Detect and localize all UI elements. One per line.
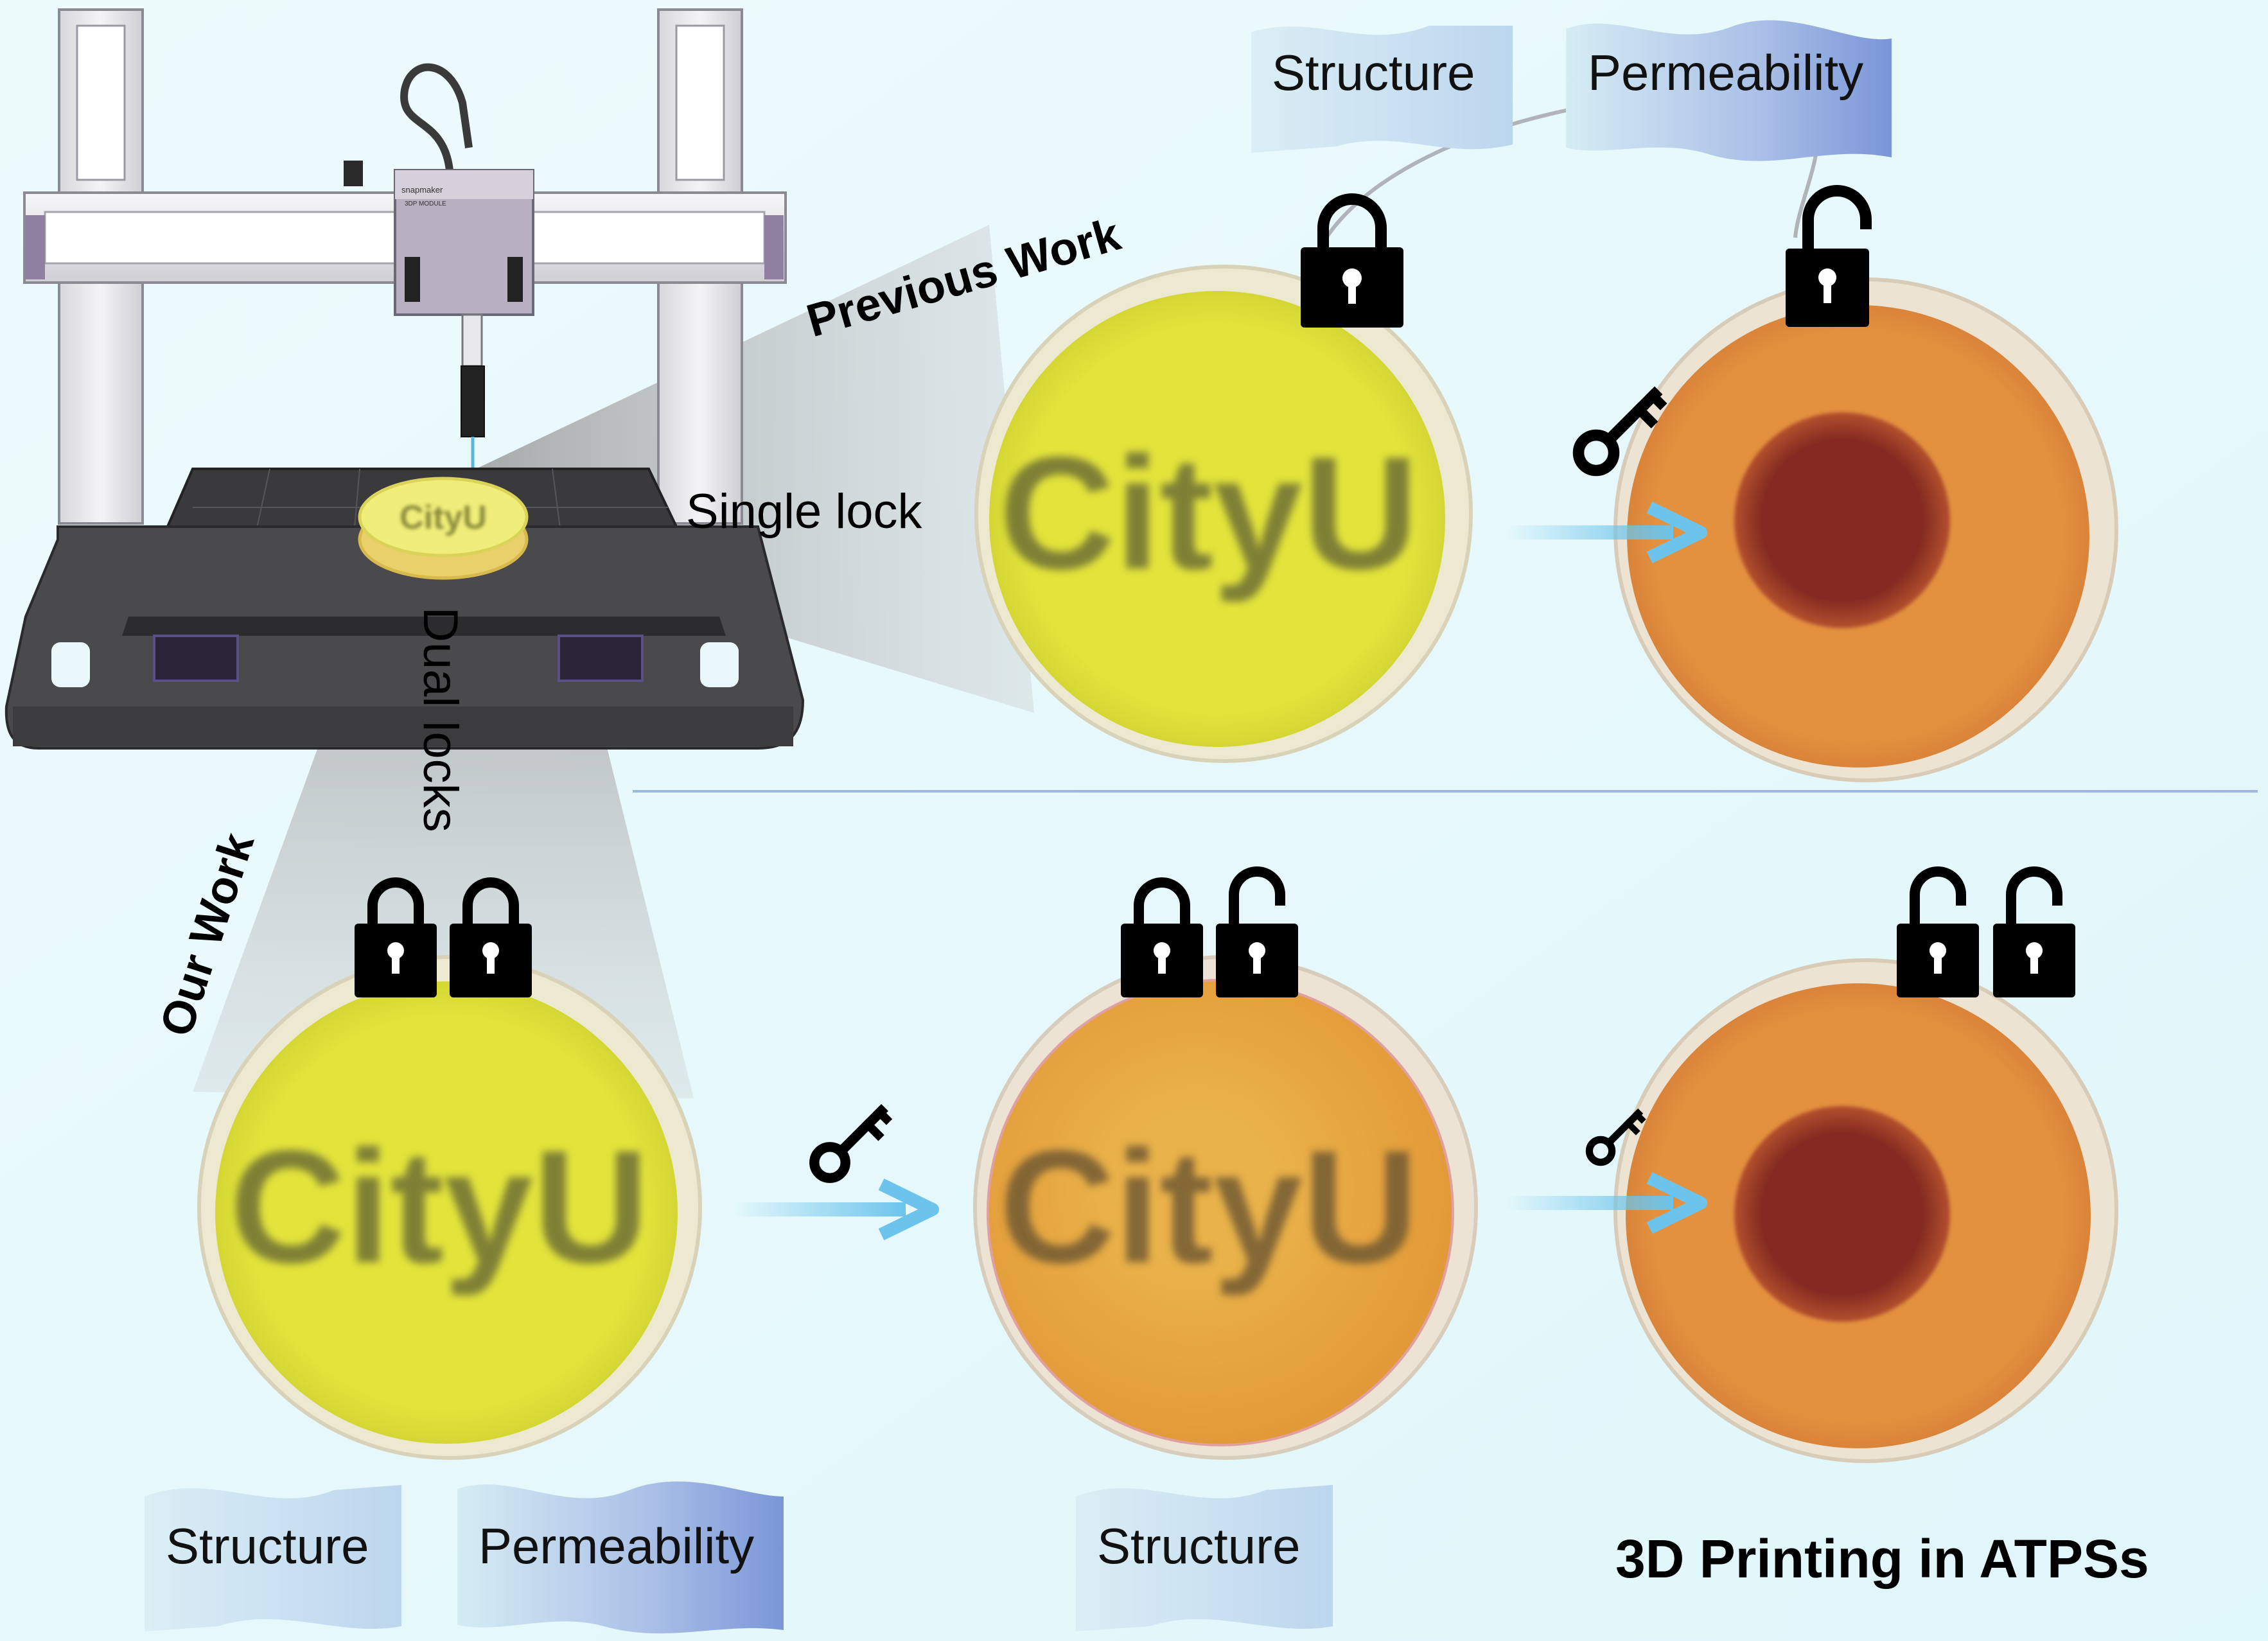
red-dot-bottom [1734, 1106, 1950, 1322]
3d-printer-icon: snapmaker 3DP MODULE CityU [4, 8, 805, 750]
red-dot-top [1734, 412, 1950, 628]
key-icon [1572, 386, 1667, 477]
banner-top-structure: Structure [1251, 26, 1513, 153]
gel-sample-text-mid: CityU [999, 1117, 1419, 1296]
key-icon [809, 1103, 893, 1183]
arrow-right-icon [1506, 1172, 1707, 1234]
closed-lock-icon [355, 877, 437, 997]
gel-disk-top-orange [1613, 277, 2118, 782]
figure-title: 3D Printing in ATPSs [1615, 1529, 2149, 1589]
banner-bottom-structure: Structure [145, 1485, 401, 1631]
banner-bottom-structure-text: Structure [166, 1518, 369, 1574]
gel-disk-top-yellow: CityU [974, 265, 1473, 763]
single-lock-label: Single lock [686, 484, 923, 539]
printer-brand: snapmaker [401, 185, 443, 195]
gel-disk-bottom-amber: CityU [973, 955, 1478, 1460]
banner-top-permeability-text: Permeability [1588, 44, 1863, 101]
open-lock-icon [1216, 866, 1298, 997]
printer-module: 3DP MODULE [405, 200, 446, 207]
arrow-right-icon [1506, 502, 1707, 563]
open-lock-icon [1786, 185, 1872, 327]
open-lock-icon [1993, 866, 2075, 997]
banner-bottom-permeability-text: Permeability [479, 1518, 754, 1574]
gel-sample-text-left: CityU [230, 1117, 649, 1296]
banner-top-permeability: Permeability [1566, 20, 1892, 161]
printer-sample-text: CityU [400, 499, 487, 536]
closed-lock-icon [1301, 193, 1403, 328]
gel-sample-text-top: CityU [999, 423, 1419, 602]
open-lock-icon [1897, 866, 1979, 997]
gel-disk-bottom-yellow: CityU [197, 955, 702, 1460]
key-icon [1585, 1108, 1646, 1166]
banner-bottom-permeability: Permeability [457, 1481, 784, 1634]
gel-disk-bottom-orange [1613, 958, 2118, 1463]
banner-top-structure-text: Structure [1272, 44, 1475, 101]
closed-lock-icon [450, 877, 532, 997]
banner-mid-structure-text: Structure [1097, 1518, 1300, 1574]
closed-lock-icon [1121, 877, 1203, 997]
banner-mid-structure: Structure [1076, 1485, 1333, 1631]
dual-locks-label: Dual locks [413, 607, 468, 832]
projection-beam-top [462, 225, 1034, 713]
arrow-right-icon [732, 1179, 939, 1240]
